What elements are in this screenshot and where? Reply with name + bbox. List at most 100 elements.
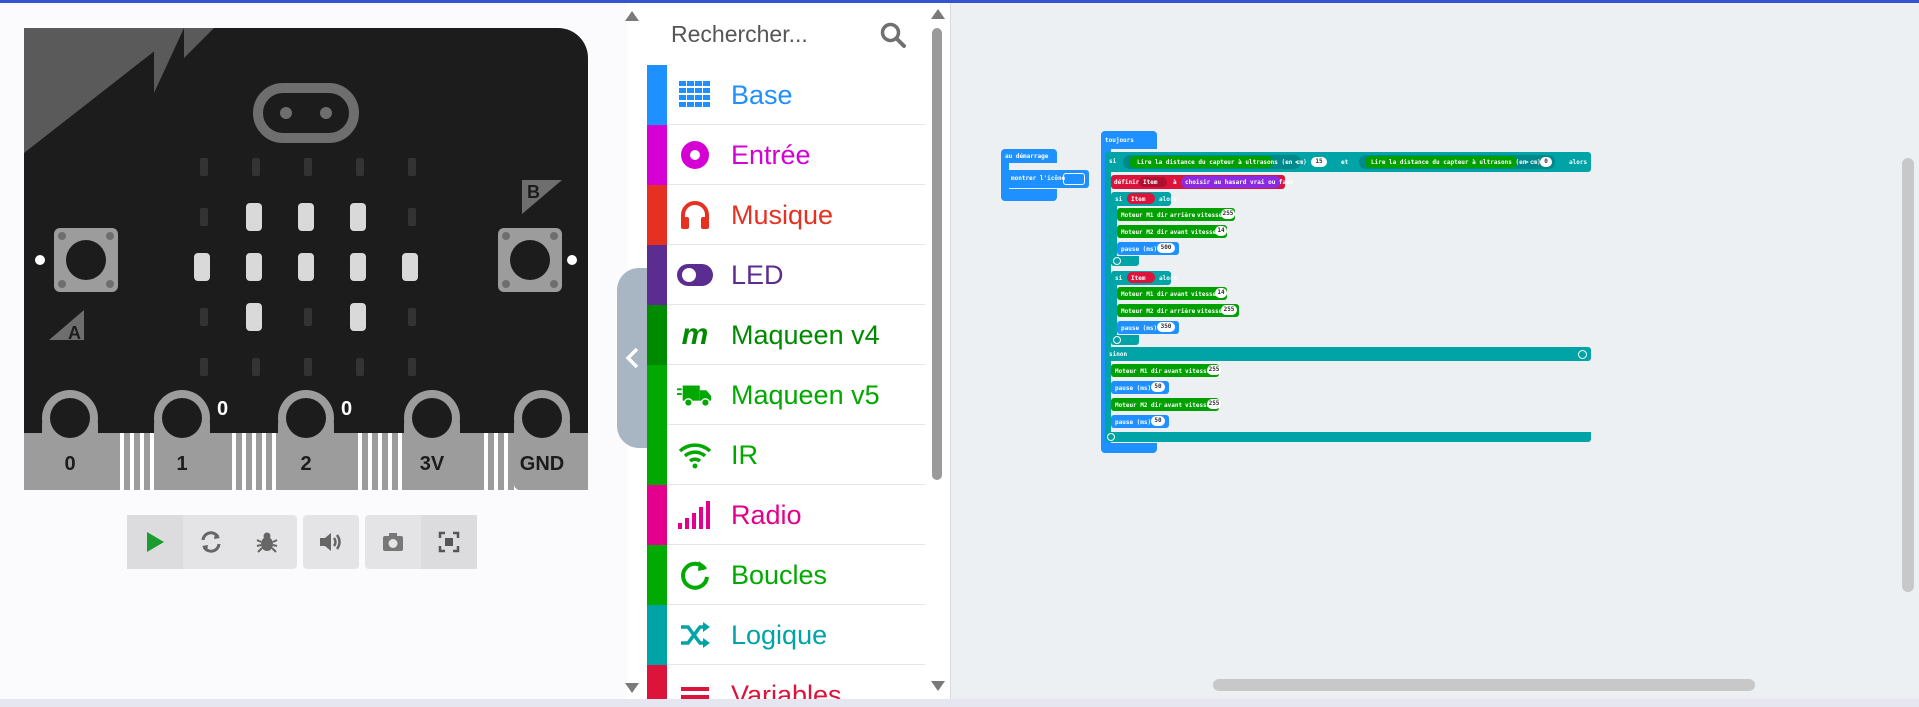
speed-value-4[interactable]: 255 (1221, 305, 1237, 315)
category-label: Logique (731, 620, 828, 650)
workspace-horizontal-scrollbar[interactable] (1213, 679, 1755, 691)
sim-scroll-down-arrow[interactable] (625, 683, 639, 693)
motor-block-2[interactable] (1117, 225, 1227, 238)
pause-label-2: pause (ms) (1121, 325, 1158, 332)
pause-value-1[interactable]: 500 (1157, 243, 1175, 253)
sensor-label-2: Lire la distance du capteur à ultrasons … (1371, 159, 1541, 166)
pin-label-2: 2 (300, 453, 311, 475)
inner-then-label-2: alors (1159, 275, 1178, 282)
category-label: LED (731, 260, 784, 290)
category-maqueen-v4[interactable]: m Maqueen v4 (647, 305, 925, 365)
inner-if-label-2: si (1115, 275, 1123, 282)
play-button[interactable] (127, 515, 183, 569)
pause-value-2[interactable]: 350 (1157, 322, 1175, 332)
pin-gnd[interactable] (514, 390, 570, 490)
forever-block[interactable] (1101, 131, 1157, 149)
else-label: sinon (1109, 351, 1128, 358)
icon-picker[interactable] (1063, 173, 1085, 185)
var-name-2: Item (1131, 196, 1146, 203)
remove-else-icon[interactable] (1578, 350, 1587, 359)
category-label: Maqueen v4 (731, 320, 880, 350)
speed-value-1[interactable]: 255 (1221, 209, 1235, 219)
button-a-label: A (68, 323, 81, 343)
category-logique[interactable]: Logique (647, 605, 925, 665)
speed-value-3[interactable]: 14 (1215, 288, 1227, 298)
add-else-if-icon[interactable] (1107, 433, 1115, 441)
search-input[interactable] (671, 17, 871, 51)
speed-value-2[interactable]: 14 (1215, 226, 1227, 236)
speed-value-6[interactable]: 255 (1207, 399, 1221, 409)
motor-m1-label-2: Moteur M1 (1121, 291, 1154, 298)
dir-label-4: dir (1157, 308, 1168, 315)
dir-label-1: dir (1157, 212, 1168, 219)
random-bool-label: choisir au hasard vrai ou faux (1185, 179, 1294, 186)
pin-1[interactable] (154, 390, 210, 490)
pin-0[interactable] (42, 390, 98, 490)
pin-2[interactable] (278, 390, 334, 490)
search-icon[interactable] (879, 21, 907, 49)
value-15[interactable]: 15 (1311, 157, 1327, 167)
motor-m2-label-3: Moteur M2 (1115, 402, 1148, 409)
value-0[interactable]: 0 (1540, 157, 1552, 167)
motor-block-4[interactable] (1117, 304, 1239, 317)
category-radio[interactable]: Radio (647, 485, 925, 545)
motor-block-1[interactable] (1117, 208, 1235, 221)
microbit-board[interactable]: A B (24, 28, 588, 490)
speed-label-3: vitesse (1191, 291, 1217, 298)
pin-label-1: 1 (176, 453, 187, 475)
loop-arrow-icon (677, 558, 713, 592)
category-variables[interactable]: Variables (647, 665, 925, 699)
on-start-block[interactable] (1001, 149, 1057, 163)
else-branch[interactable] (1105, 347, 1591, 361)
category-label: Maqueen v5 (731, 380, 880, 410)
show-icon-label: montrer l'icône (1011, 175, 1066, 182)
category-maqueen-v5[interactable]: Maqueen v5 (647, 365, 925, 425)
toolbox-scroll-up-arrow[interactable] (931, 9, 945, 19)
truck-icon (677, 378, 713, 412)
debug-button[interactable] (239, 515, 295, 569)
screenshot-button[interactable] (365, 515, 421, 569)
fullscreen-button[interactable] (421, 515, 477, 569)
category-boucles[interactable]: Boucles (647, 545, 925, 605)
sim-scroll-up-arrow[interactable] (625, 11, 639, 21)
to-label: à (1173, 179, 1177, 186)
toolbox-scroll-thumb[interactable] (932, 28, 942, 480)
speed-value-5[interactable]: 255 (1207, 365, 1221, 375)
category-entree[interactable]: Entrée (647, 125, 925, 185)
category-ir[interactable]: IR (647, 425, 925, 485)
category-led[interactable]: LED (647, 245, 925, 305)
if-label: si (1109, 158, 1117, 165)
category-label: Boucles (731, 560, 828, 590)
blocks-workspace[interactable]: au démarrage montrer l'icône toujours si… (950, 3, 1919, 699)
sim-view-controls (365, 515, 477, 569)
mute-button[interactable] (303, 515, 359, 569)
toolbox-scroll-down-arrow[interactable] (931, 681, 945, 691)
collapse-simulator-button[interactable] (617, 268, 647, 448)
button-a[interactable] (54, 228, 118, 292)
pin-3v[interactable] (404, 390, 460, 490)
motor-m2-label-2: Moteur M2 (1121, 308, 1154, 315)
show-icon-block[interactable] (1007, 170, 1089, 188)
shuffle-icon (677, 618, 713, 652)
touch-logo[interactable] (253, 83, 359, 143)
category-base[interactable]: Base (647, 65, 925, 125)
motor-block-3[interactable] (1117, 287, 1227, 300)
category-musique[interactable]: Musique (647, 185, 925, 245)
motor-block-5[interactable] (1111, 364, 1219, 377)
pause-value-3[interactable]: 50 (1151, 382, 1165, 392)
restart-button[interactable] (183, 515, 239, 569)
pause-label-1: pause (ms) (1121, 246, 1158, 253)
workspace-vertical-scrollbar[interactable] (1902, 158, 1914, 592)
pin-2-value: 0 (341, 398, 352, 420)
restart-icon (201, 531, 221, 553)
pause-value-4[interactable]: 50 (1151, 416, 1165, 426)
sim-audio-controls (303, 515, 359, 569)
pause-label-3: pause (ms) (1115, 385, 1152, 392)
button-b[interactable] (498, 228, 562, 292)
toolbox-search (647, 3, 927, 65)
motor-block-6[interactable] (1111, 398, 1219, 411)
sim-run-controls (127, 515, 297, 569)
category-label: Base (731, 80, 793, 110)
category-label: Musique (731, 200, 834, 230)
